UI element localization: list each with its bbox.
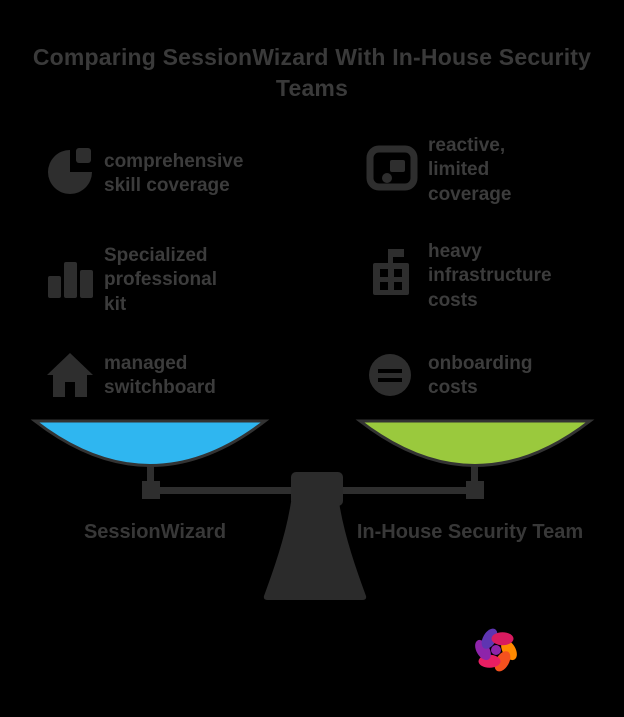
user-card-icon [366, 142, 418, 194]
left-pan-label: SessionWizard [83, 521, 227, 543]
coin-icon [364, 348, 416, 400]
logo-center [491, 645, 501, 655]
feature-label: onboarding costs [428, 353, 533, 399]
feature-item: comprehensive skill coverage [104, 150, 254, 199]
feature-label: heavy infrastructure costs [428, 241, 552, 311]
logo-petal [494, 651, 511, 672]
fulcrum-block [291, 472, 343, 506]
right-pan-stem [471, 456, 478, 490]
right-pan-label: In-House Security Team [356, 521, 584, 543]
bank-icon [364, 246, 416, 298]
left-scale-pan [30, 419, 270, 467]
feature-label: reactive, limited coverage [428, 135, 512, 205]
feature-item: reactive, limited coverage [428, 134, 538, 207]
page-title: Comparing SessionWizard With In-House Se… [32, 44, 592, 102]
bar-chart-icon [44, 250, 96, 302]
feature-label: Specialized professional kit [104, 245, 217, 315]
left-pan-stem [147, 456, 154, 490]
scale-pedestal [263, 502, 367, 600]
right-scale-pan [355, 419, 595, 467]
pie-chart-icon [44, 146, 96, 198]
feature-item: managed switchboard [104, 352, 254, 401]
logo-petal [491, 632, 514, 646]
feature-item: Specialized professional kit [104, 244, 242, 317]
feature-label: managed switchboard [104, 353, 216, 399]
home-icon [44, 348, 96, 400]
pinwheel-logo [475, 628, 517, 672]
feature-label: comprehensive skill coverage [104, 151, 244, 197]
feature-item: onboarding costs [428, 352, 578, 401]
feature-item: heavy infrastructure costs [428, 240, 580, 313]
logo-petal [481, 628, 498, 649]
